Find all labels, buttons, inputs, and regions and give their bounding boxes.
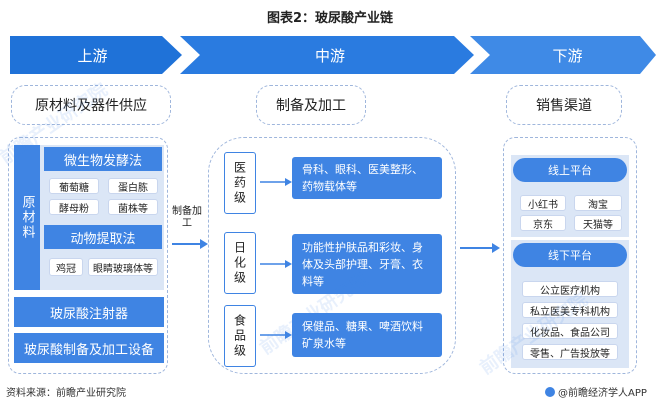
- grade-medical-desc: 骨科、眼科、医美整形、药物载体等: [292, 157, 442, 199]
- stage-arrow-midstream: [180, 36, 474, 74]
- raw-materials-label: 原材料: [14, 145, 40, 290]
- raw-item-yeast: 酵母粉: [49, 199, 99, 215]
- raw-item-vitreous: 眼睛玻璃体等: [88, 258, 158, 276]
- online-platform-label: 线上平台: [513, 158, 627, 182]
- footer-source: 资料来源：前瞻产业研究院: [6, 388, 126, 399]
- animal-method-label: 动物提取法: [44, 225, 162, 249]
- online-item-tmall: 天猫等: [574, 215, 622, 231]
- stage-upstream-label: 上游: [77, 46, 108, 65]
- raw-materials-text: 原材料: [19, 195, 35, 240]
- grade-cosmetic-label: 日化级: [224, 232, 256, 294]
- upstream-panel: [8, 137, 168, 374]
- grade-cosmetic-text: 日化级: [232, 240, 247, 286]
- stage-banner: [10, 36, 656, 74]
- category-midstream: 制备及加工: [256, 85, 366, 125]
- category-midstream-label: 制备及加工: [276, 98, 346, 114]
- grade-food-desc: 保健品、糖果、啤酒饮料矿泉水等: [292, 313, 442, 357]
- brand-logo-icon: [545, 386, 555, 397]
- chart-title: 图表2：玻尿酸产业链: [266, 11, 394, 26]
- midstream-downstream-arrow: [460, 243, 500, 253]
- online-item-jd: 京东: [520, 215, 566, 231]
- stage-arrow-downstream: [470, 36, 656, 74]
- connector-arrow: [172, 239, 208, 249]
- microbial-method-label: 微生物发酵法: [44, 147, 162, 171]
- stage-downstream-label: 下游: [552, 46, 583, 65]
- raw-item-cockscomb: 鸡冠: [49, 258, 83, 276]
- footer-brand-text: @前瞻经济学人APP: [558, 388, 647, 399]
- raw-item-glucose: 葡萄糖: [49, 178, 99, 194]
- connector-label: 制备加工: [172, 206, 202, 229]
- grade-medical-label: 医药级: [224, 152, 256, 214]
- equipment-box: 玻尿酸制备及加工设备: [14, 333, 164, 363]
- offline-item-private-aesthetic: 私立医美专科机构: [522, 302, 618, 318]
- online-item-xiaohongshu: 小红书: [520, 195, 566, 211]
- midstream-row-arrows: [260, 178, 292, 339]
- grade-food-text: 食品级: [232, 313, 247, 359]
- grade-medical-text: 医药级: [232, 160, 247, 206]
- category-upstream: 原材料及器件供应: [11, 85, 171, 125]
- offline-item-retail-ads: 零售、广告投放等: [522, 344, 618, 360]
- grade-cosmetic-desc: 功能性护肤品和彩妆、身体及头部护理、牙膏、衣料等: [292, 234, 442, 294]
- downstream-panel: [503, 137, 637, 374]
- stage-midstream-label: 中游: [314, 46, 345, 65]
- category-upstream-label: 原材料及器件供应: [35, 98, 147, 114]
- injector-box: 玻尿酸注射器: [14, 297, 164, 327]
- midstream-panel: [208, 137, 456, 374]
- offline-item-public-medical: 公立医疗机构: [522, 281, 618, 297]
- stage-arrow-upstream: [10, 36, 182, 74]
- category-downstream: 销售渠道: [506, 85, 622, 125]
- footer-brand: @前瞻经济学人APP: [545, 384, 647, 399]
- offline-platform-label: 线下平台: [513, 243, 627, 267]
- raw-item-strain: 菌株等: [108, 199, 158, 215]
- raw-item-peptone: 蛋白胨: [108, 178, 158, 194]
- online-item-taobao: 淘宝: [574, 195, 622, 211]
- offline-item-cosmetic-food: 化妆品、食品公司: [522, 323, 618, 339]
- category-downstream-label: 销售渠道: [536, 98, 592, 114]
- grade-food-label: 食品级: [224, 305, 256, 367]
